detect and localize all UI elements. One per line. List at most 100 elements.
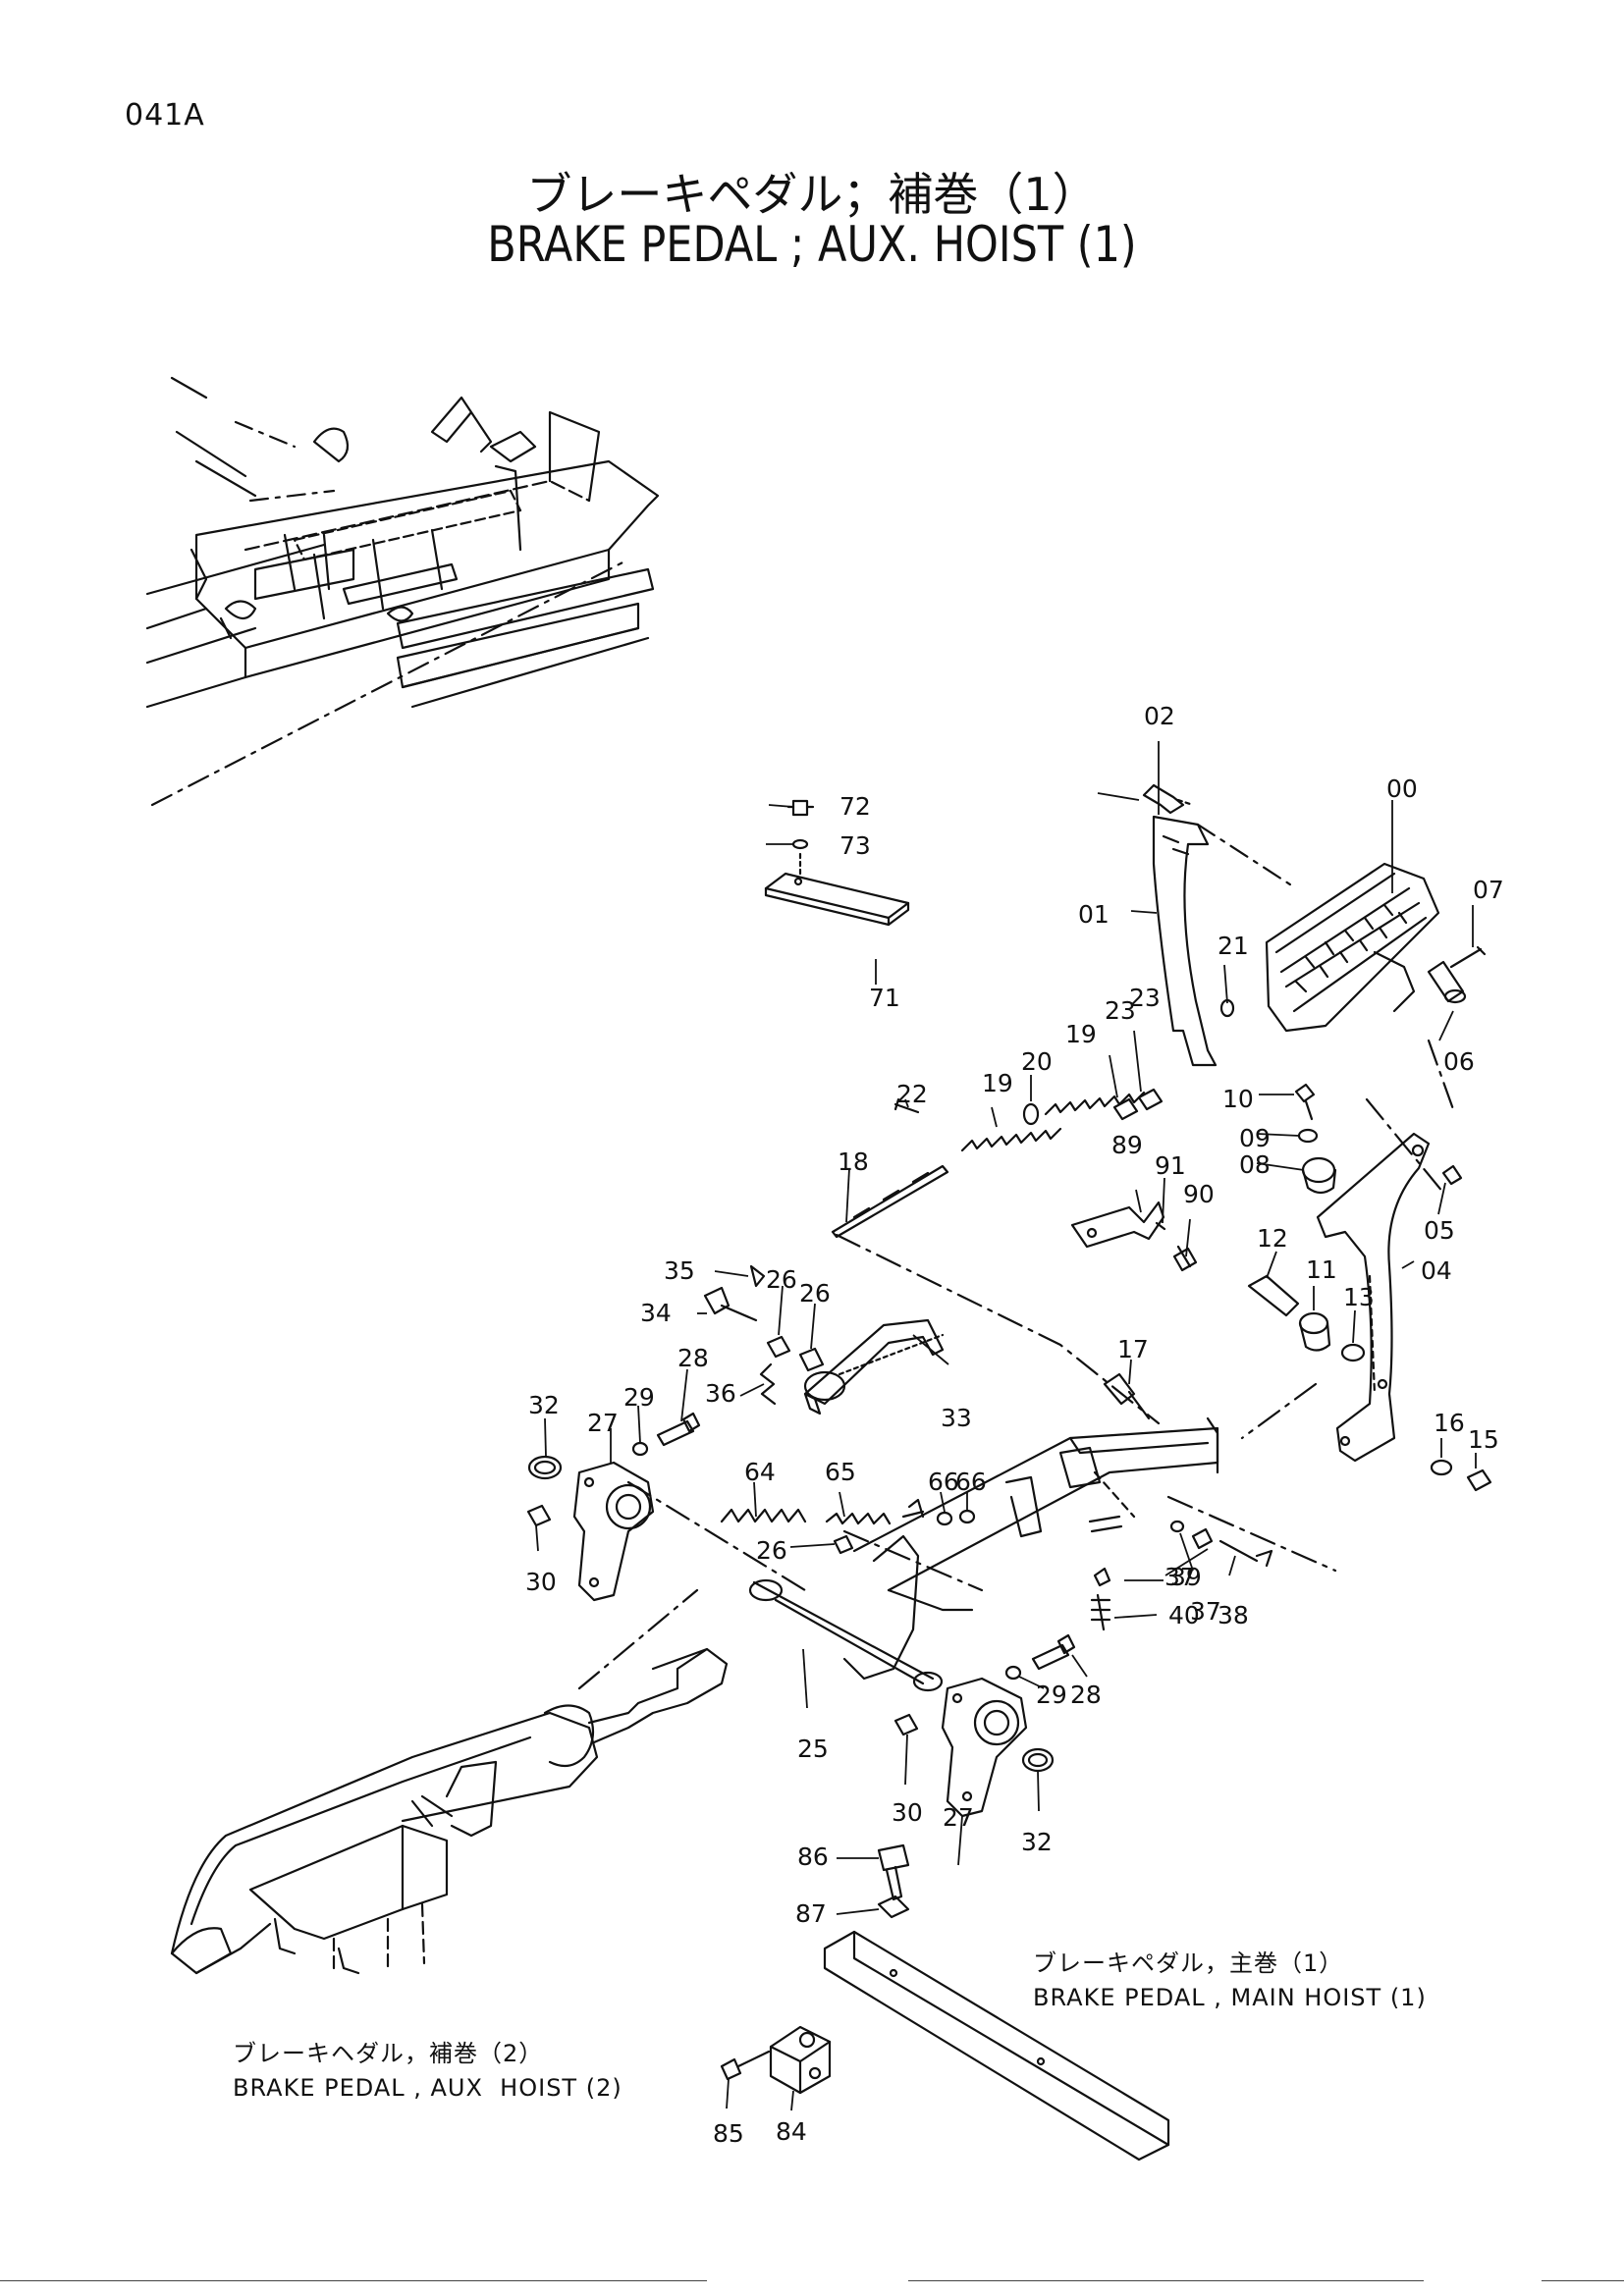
part-number-label: 37 bbox=[1164, 1563, 1196, 1591]
part-number-label: 08 bbox=[1239, 1150, 1271, 1179]
part-number-label: 90 bbox=[1183, 1180, 1215, 1208]
part-number-label: 64 bbox=[744, 1458, 776, 1486]
part-number-label: 72 bbox=[839, 792, 871, 821]
collar-11 bbox=[1298, 1311, 1331, 1352]
washer-16 bbox=[1430, 1459, 1453, 1476]
bushings-26 bbox=[766, 1335, 854, 1555]
part-number-label: 23 bbox=[1129, 984, 1161, 1012]
part-number-label: 15 bbox=[1468, 1425, 1499, 1454]
seal-32-right bbox=[1021, 1747, 1055, 1773]
bearing-27-right bbox=[941, 1677, 1028, 1818]
pin-35 bbox=[749, 1264, 766, 1288]
bolt-28-left bbox=[656, 1412, 701, 1447]
pin-22 bbox=[893, 1097, 920, 1114]
part-number-label: 37 bbox=[1190, 1597, 1221, 1626]
bolt-05 bbox=[1441, 1164, 1463, 1186]
washer-29-right bbox=[1004, 1665, 1022, 1681]
footer-rule-mid bbox=[908, 2280, 1424, 2281]
part-number-label: 23 bbox=[1105, 996, 1136, 1025]
bolt-85 bbox=[720, 2050, 771, 2081]
part-number-label: 40 bbox=[1168, 1601, 1200, 1629]
bolt-90-91 bbox=[1155, 1221, 1192, 1268]
part-number-label: 65 bbox=[825, 1458, 856, 1486]
part-number-label: 29 bbox=[623, 1383, 655, 1412]
bolt-86 bbox=[877, 1843, 910, 1901]
nut-66a bbox=[936, 1511, 953, 1526]
footer-rule-right bbox=[1542, 2280, 1624, 2281]
spring-64 bbox=[720, 1508, 807, 1523]
pedal-arm-04 bbox=[1316, 1132, 1431, 1463]
reference-main-hoist-en: BRAKE PEDAL , MAIN HOIST (1) bbox=[1033, 1983, 1427, 2011]
bearing-27-left bbox=[572, 1461, 655, 1602]
part-number-label: 30 bbox=[892, 1798, 923, 1827]
part-number-label: 27 bbox=[587, 1409, 619, 1437]
part-number-label: 25 bbox=[797, 1735, 829, 1763]
nut-37a bbox=[1191, 1527, 1214, 1550]
cover-plate-71 bbox=[764, 799, 910, 927]
part-number-label: 35 bbox=[664, 1256, 695, 1285]
part-number-label: 66 bbox=[928, 1468, 959, 1496]
reference-aux-hoist-jp: ブレーキヘダル，補巻（2） bbox=[233, 2040, 544, 2067]
part-number-label: 91 bbox=[1155, 1151, 1186, 1180]
washer-29-left bbox=[631, 1441, 649, 1457]
part-number-label: 73 bbox=[839, 831, 871, 860]
part-number-label: 89 bbox=[1111, 1131, 1143, 1159]
part-number-label: 85 bbox=[713, 2119, 744, 2148]
rod-18 bbox=[831, 1164, 949, 1239]
pedal-00 bbox=[1196, 823, 1440, 1033]
part-number-label: 16 bbox=[1434, 1409, 1465, 1437]
pedal-bracket-01 bbox=[1142, 783, 1218, 1067]
part-number-label: 33 bbox=[941, 1404, 972, 1432]
spring-19-lower bbox=[960, 1127, 1062, 1152]
part-labels: 0001020405060708091011121315161718191920… bbox=[525, 702, 1504, 2148]
nuts-23 bbox=[1112, 1088, 1164, 1121]
washer-09 bbox=[1297, 1128, 1319, 1144]
nut-15 bbox=[1466, 1468, 1492, 1492]
reference-main-hoist-jp: ブレーキペダル，主巻（1） bbox=[1033, 1949, 1344, 1977]
part-number-label: 04 bbox=[1421, 1256, 1452, 1285]
washer-13 bbox=[1340, 1343, 1366, 1362]
part-number-label: 19 bbox=[982, 1069, 1013, 1097]
part-number-label: 26 bbox=[756, 1536, 787, 1565]
reference-main-hoist: ブレーキペダル，主巻（1） BRAKE PEDAL , MAIN HOIST (… bbox=[1033, 1947, 1427, 2015]
part-number-label: 02 bbox=[1144, 702, 1175, 730]
footer-rule-left bbox=[0, 2280, 707, 2281]
part-number-label: 36 bbox=[705, 1379, 736, 1408]
part-number-label: 10 bbox=[1222, 1085, 1254, 1113]
part-number-label: 39 bbox=[1170, 1563, 1202, 1591]
reference-aux-hoist-en: BRAKE PEDAL , AUX HOIST (2) bbox=[233, 2073, 623, 2102]
main-bar bbox=[823, 1930, 1170, 2162]
bolt-10 bbox=[1294, 1083, 1316, 1121]
part-number-label: 19 bbox=[1065, 1020, 1097, 1048]
bracket-89 bbox=[1070, 1201, 1165, 1249]
part-number-label: 20 bbox=[1021, 1047, 1053, 1076]
part-number-label: 38 bbox=[1218, 1601, 1249, 1629]
cotter-pin-07 bbox=[1449, 947, 1483, 969]
nut-37b bbox=[1093, 1567, 1111, 1587]
shaft-25 bbox=[748, 1578, 944, 1692]
part-number-label: 26 bbox=[799, 1279, 831, 1308]
part-number-label: 87 bbox=[795, 1899, 827, 1928]
part-number-label: 22 bbox=[896, 1080, 928, 1108]
pedal-pin-06 bbox=[1427, 960, 1467, 1004]
part-number-label: 01 bbox=[1078, 900, 1110, 929]
part-number-label: 26 bbox=[766, 1265, 797, 1294]
part-number-label: 13 bbox=[1343, 1283, 1375, 1311]
bolt-34 bbox=[703, 1286, 758, 1322]
spring-pin-36 bbox=[759, 1362, 777, 1406]
part-number-label: 84 bbox=[776, 2117, 807, 2146]
part-number-label: 21 bbox=[1218, 932, 1249, 960]
page-title-english: BRAKE PEDAL ; AUX. HOIST (1) bbox=[487, 216, 1137, 273]
spring-65 bbox=[825, 1512, 892, 1525]
bolt-12 bbox=[1247, 1274, 1300, 1317]
part-number-label: 09 bbox=[1239, 1124, 1271, 1152]
page-code: 041A bbox=[125, 98, 205, 133]
part-number-label: 28 bbox=[1070, 1681, 1102, 1709]
bolt-17 bbox=[1103, 1372, 1151, 1420]
part-number-label: 32 bbox=[1021, 1828, 1053, 1856]
part-number-label: 05 bbox=[1424, 1216, 1455, 1245]
part-number-label: 30 bbox=[525, 1568, 557, 1596]
part-number-label: 12 bbox=[1257, 1224, 1288, 1253]
stud-40 bbox=[1090, 1593, 1111, 1631]
